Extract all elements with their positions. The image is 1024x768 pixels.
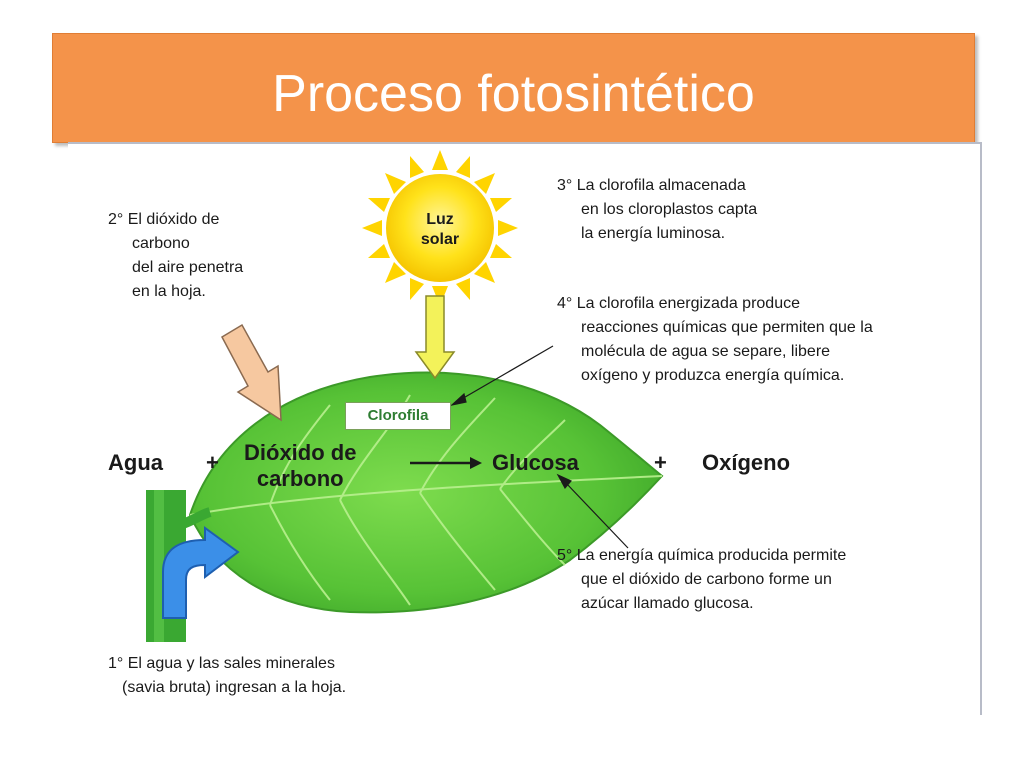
slide-title: Proceso fotosintético: [272, 65, 755, 123]
step-2-line4: en la hoja.: [132, 283, 206, 300]
water-arrow: [162, 526, 240, 619]
step-2-line2: carbono: [132, 235, 190, 252]
step-1-line1: 1° El agua y las sales minerales: [108, 655, 335, 672]
pointer-step5: [556, 473, 629, 549]
title-bar: Proceso fotosintético: [52, 33, 975, 143]
sun-arrow: [414, 295, 456, 380]
step-4-note: 4° La clorofila energizada produce reacc…: [557, 292, 873, 388]
equation-arrow: [410, 457, 482, 469]
step-3-line2: en los cloroplastos capta: [581, 201, 758, 218]
sun: [362, 150, 518, 306]
sun-label-line2: solar: [420, 231, 460, 248]
step-2-line1: 2° El dióxido de: [108, 211, 220, 228]
reactant-co2: Dióxido de carbono: [244, 440, 356, 492]
plus-sign-2: +: [654, 450, 667, 475]
leaf-veins: [189, 394, 663, 606]
step-4-line3: molécula de agua se separe, libere: [581, 343, 831, 360]
step-3-line1: 3° La clorofila almacenada: [557, 177, 746, 194]
product-glucose: Glucosa: [492, 450, 579, 475]
co2-arrow: [221, 323, 282, 422]
pointer-step4: [449, 345, 554, 407]
step-2-line3: del aire penetra: [132, 259, 244, 276]
sun-label: Luz solar: [410, 210, 470, 250]
step-5-note: 5° La energía química producida permite …: [557, 544, 846, 616]
step-1-line2: (savia bruta) ingresan a la hoja.: [122, 679, 347, 696]
step-3-note: 3° La clorofila almacenada en los clorop…: [557, 174, 757, 246]
plus-sign-1: +: [206, 450, 219, 475]
step-1-note: 1° El agua y las sales minerales (savia …: [108, 652, 346, 700]
reactant-co2-line2: carbono: [256, 466, 344, 491]
reactant-water: Agua: [108, 450, 163, 475]
step-3-line3: la energía luminosa.: [581, 225, 726, 242]
step-5-line3: azúcar llamado glucosa.: [581, 595, 754, 612]
step-5-line2: que el dióxido de carbono forme un: [581, 571, 832, 588]
step-2-note: 2° El dióxido de carbono del aire penetr…: [108, 208, 243, 304]
chlorophyll-label: Clorofila: [345, 402, 451, 430]
step-4-line2: reacciones químicas que permiten que la: [581, 319, 873, 336]
reactant-co2-line1: Dióxido de: [244, 440, 357, 465]
product-oxygen: Oxígeno: [702, 450, 791, 475]
step-5-line1: 5° La energía química producida permite: [557, 547, 847, 564]
step-4-line4: oxígeno y produzca energía química.: [581, 367, 845, 384]
step-4-line1: 4° La clorofila energizada produce: [557, 295, 800, 312]
sun-label-line1: Luz: [426, 211, 454, 228]
